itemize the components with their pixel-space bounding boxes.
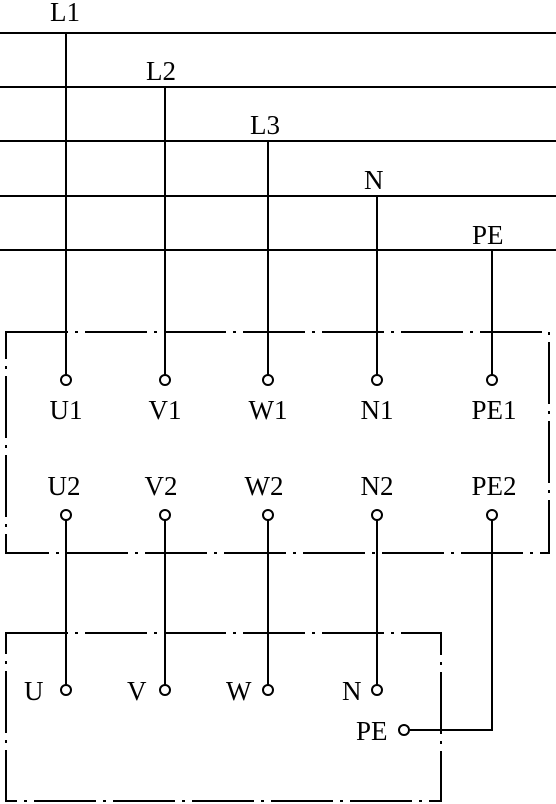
- terminal-label-w: W: [226, 676, 252, 706]
- bus-label-pe: PE: [472, 220, 504, 250]
- terminal-label-pe2: PE2: [471, 471, 516, 501]
- terminal-w: [262, 684, 274, 696]
- terminal-v2: [159, 509, 171, 521]
- terminal-pe: [398, 724, 410, 736]
- bus-label-l1: L1: [50, 0, 80, 27]
- terminal-label-v1: V1: [149, 395, 182, 425]
- bus-label-l2: L2: [146, 56, 176, 86]
- terminal-n1: [371, 374, 383, 386]
- terminal-label-v: V: [127, 676, 147, 706]
- terminal-label-n1: N1: [361, 395, 394, 425]
- terminal-label-u2: U2: [48, 471, 81, 501]
- terminal-w2: [262, 509, 274, 521]
- terminal-pe1: [486, 374, 498, 386]
- lower-terminal-box: [5, 632, 442, 802]
- terminal-label-w2: W2: [245, 471, 284, 501]
- terminal-n2: [371, 509, 383, 521]
- terminal-label-pe1: PE1: [471, 395, 516, 425]
- wire-pe: [410, 520, 493, 731]
- terminal-label-u: U: [24, 676, 44, 706]
- terminal-v: [159, 684, 171, 696]
- bus-label-l3: L3: [250, 110, 280, 140]
- terminal-pe2: [486, 509, 498, 521]
- terminal-u: [60, 684, 72, 696]
- upper-terminal-box: [5, 331, 550, 554]
- terminal-u2: [60, 509, 72, 521]
- terminal-label-n: N: [342, 676, 362, 706]
- terminal-n: [371, 684, 383, 696]
- terminal-label-pe: PE: [356, 716, 388, 746]
- terminal-v1: [159, 374, 171, 386]
- terminal-u1: [60, 374, 72, 386]
- bus-label-n: N: [364, 165, 384, 195]
- terminal-w1: [262, 374, 274, 386]
- terminal-label-n2: N2: [361, 471, 394, 501]
- terminal-label-v2: V2: [145, 471, 178, 501]
- terminal-label-u1: U1: [50, 395, 83, 425]
- terminal-label-w1: W1: [249, 395, 288, 425]
